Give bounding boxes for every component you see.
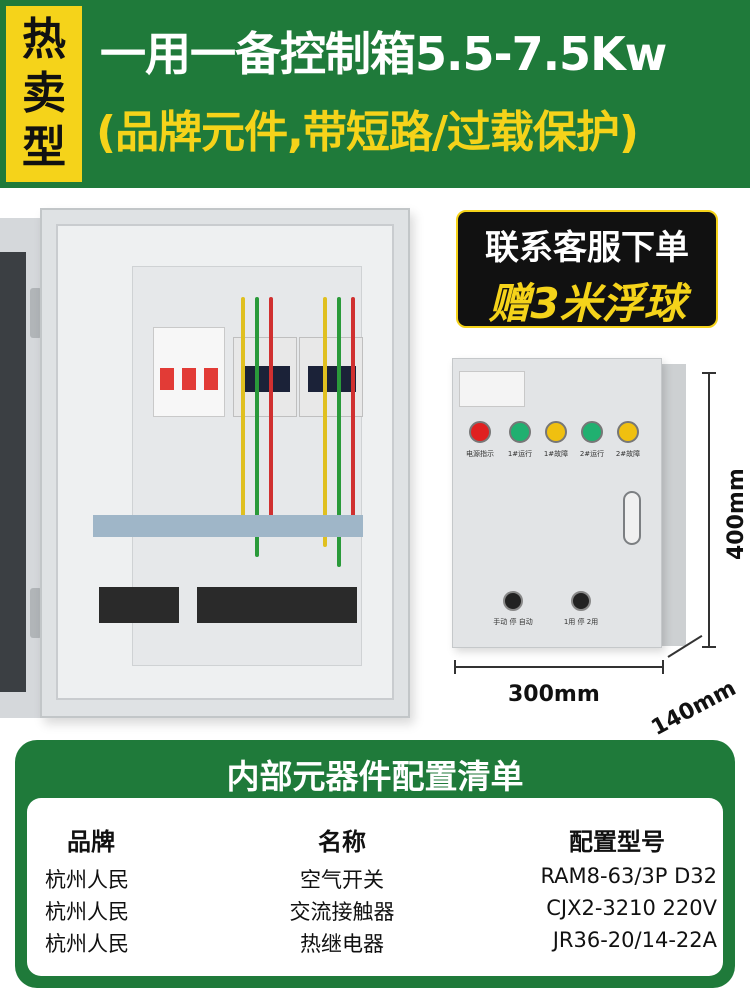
cell-name: 热继电器 bbox=[300, 932, 384, 956]
header-banner: 热 卖 型 一用一备控制箱5.5-7.5Kw (品牌元件,带短路/过载保护) bbox=[0, 0, 750, 188]
cell-name: 空气开关 bbox=[300, 868, 384, 892]
table-row: 杭州人民 交流接触器 CJX2-3210 220V bbox=[27, 896, 723, 928]
cabinet-side bbox=[662, 364, 686, 646]
dimension-tick bbox=[702, 372, 716, 374]
cabinet-interior bbox=[56, 224, 394, 700]
lamp-label: 2#故障 bbox=[615, 450, 641, 458]
product-showcase: 联系客服下单 赠3米浮球 电源指示 1#运行 1#故障 2#运行 2#故障 手动… bbox=[0, 188, 750, 741]
open-control-cabinet bbox=[40, 208, 410, 718]
wire-duct bbox=[93, 515, 363, 537]
breaker-lever bbox=[160, 368, 174, 390]
power-indicator-lamp bbox=[469, 421, 491, 443]
header-brand: 品牌 bbox=[67, 828, 115, 856]
door-inner-panel bbox=[0, 252, 26, 692]
pump-selector-knob[interactable] bbox=[571, 591, 591, 611]
height-label: 400mm bbox=[724, 468, 749, 560]
width-dimension-line bbox=[454, 666, 664, 668]
dimension-tick bbox=[454, 660, 456, 674]
cell-model: CJX2-3210 220V bbox=[546, 896, 717, 920]
lamp-label: 电源指示 bbox=[466, 450, 494, 458]
pump2-fault-lamp bbox=[617, 421, 639, 443]
badge-char: 热 bbox=[22, 14, 66, 65]
wire bbox=[241, 297, 245, 527]
nameplate bbox=[459, 371, 525, 407]
cell-name: 交流接触器 bbox=[289, 900, 395, 924]
terminal-block-icon bbox=[197, 587, 357, 623]
height-dimension-line bbox=[708, 372, 710, 648]
wire bbox=[269, 297, 273, 537]
table-row: 杭州人民 空气开关 RAM8-63/3P D32 bbox=[27, 864, 723, 896]
closed-control-cabinet: 电源指示 1#运行 1#故障 2#运行 2#故障 手动 停 自动 1用 停 2用 bbox=[452, 358, 662, 648]
promo-gift-text: 赠3米浮球 bbox=[488, 279, 686, 328]
product-title: 一用一备控制箱5.5-7.5Kw bbox=[100, 27, 667, 81]
wire bbox=[337, 297, 341, 567]
table-row: 杭州人民 热继电器 JR36-20/14-22A bbox=[27, 928, 723, 960]
cell-model: JR36-20/14-22A bbox=[552, 928, 717, 952]
hinge-icon bbox=[30, 588, 42, 638]
cell-brand: 杭州人民 bbox=[45, 900, 129, 924]
knob-label: 1用 停 2用 bbox=[563, 618, 599, 626]
dimension-tick bbox=[662, 660, 664, 674]
product-subtitle: (品牌元件,带短路/过载保护) bbox=[96, 107, 639, 158]
lamp-label: 1#故障 bbox=[543, 450, 569, 458]
mode-selector-knob[interactable] bbox=[503, 591, 523, 611]
lamp-label: 2#运行 bbox=[579, 450, 605, 458]
mounting-plate bbox=[93, 266, 363, 666]
lamp-label: 1#运行 bbox=[507, 450, 533, 458]
header-model: 配置型号 bbox=[569, 828, 665, 856]
cell-brand: 杭州人民 bbox=[45, 868, 129, 892]
pump1-fault-lamp bbox=[545, 421, 567, 443]
promo-contact-text: 联系客服下单 bbox=[485, 228, 689, 268]
header-name: 名称 bbox=[318, 828, 366, 856]
depth-label: 140mm bbox=[647, 675, 741, 742]
wire bbox=[323, 297, 327, 547]
component-table: 品牌 名称 配置型号 杭州人民 空气开关 RAM8-63/3P D32 杭州人民… bbox=[27, 798, 723, 976]
breaker-lever bbox=[204, 368, 218, 390]
hot-sale-badge: 热 卖 型 bbox=[6, 6, 82, 182]
component-list-title: 内部元器件配置清单 bbox=[226, 757, 524, 796]
wire bbox=[351, 297, 355, 537]
pump1-run-lamp bbox=[509, 421, 531, 443]
knob-label: 手动 停 自动 bbox=[493, 618, 533, 626]
air-breaker-icon bbox=[153, 327, 225, 417]
cell-brand: 杭州人民 bbox=[45, 932, 129, 956]
component-list-card: 内部元器件配置清单 品牌 名称 配置型号 杭州人民 空气开关 RAM8-63/3… bbox=[15, 740, 735, 988]
terminal-block-icon bbox=[99, 587, 179, 623]
table-header-row: 品牌 名称 配置型号 bbox=[27, 822, 723, 856]
door-lock-handle[interactable] bbox=[623, 491, 641, 545]
width-label: 300mm bbox=[508, 682, 600, 707]
pump2-run-lamp bbox=[581, 421, 603, 443]
badge-char: 卖 bbox=[22, 68, 66, 119]
hinge-icon bbox=[30, 288, 42, 338]
contactor-face bbox=[242, 366, 290, 392]
cell-model: RAM8-63/3P D32 bbox=[540, 864, 717, 888]
badge-char: 型 bbox=[22, 122, 66, 173]
contactor-face bbox=[308, 366, 356, 392]
wire bbox=[255, 297, 259, 557]
dimension-tick bbox=[702, 646, 716, 648]
cabinet-door bbox=[0, 218, 44, 718]
promo-banner: 联系客服下单 赠3米浮球 bbox=[456, 210, 718, 328]
breaker-lever bbox=[182, 368, 196, 390]
